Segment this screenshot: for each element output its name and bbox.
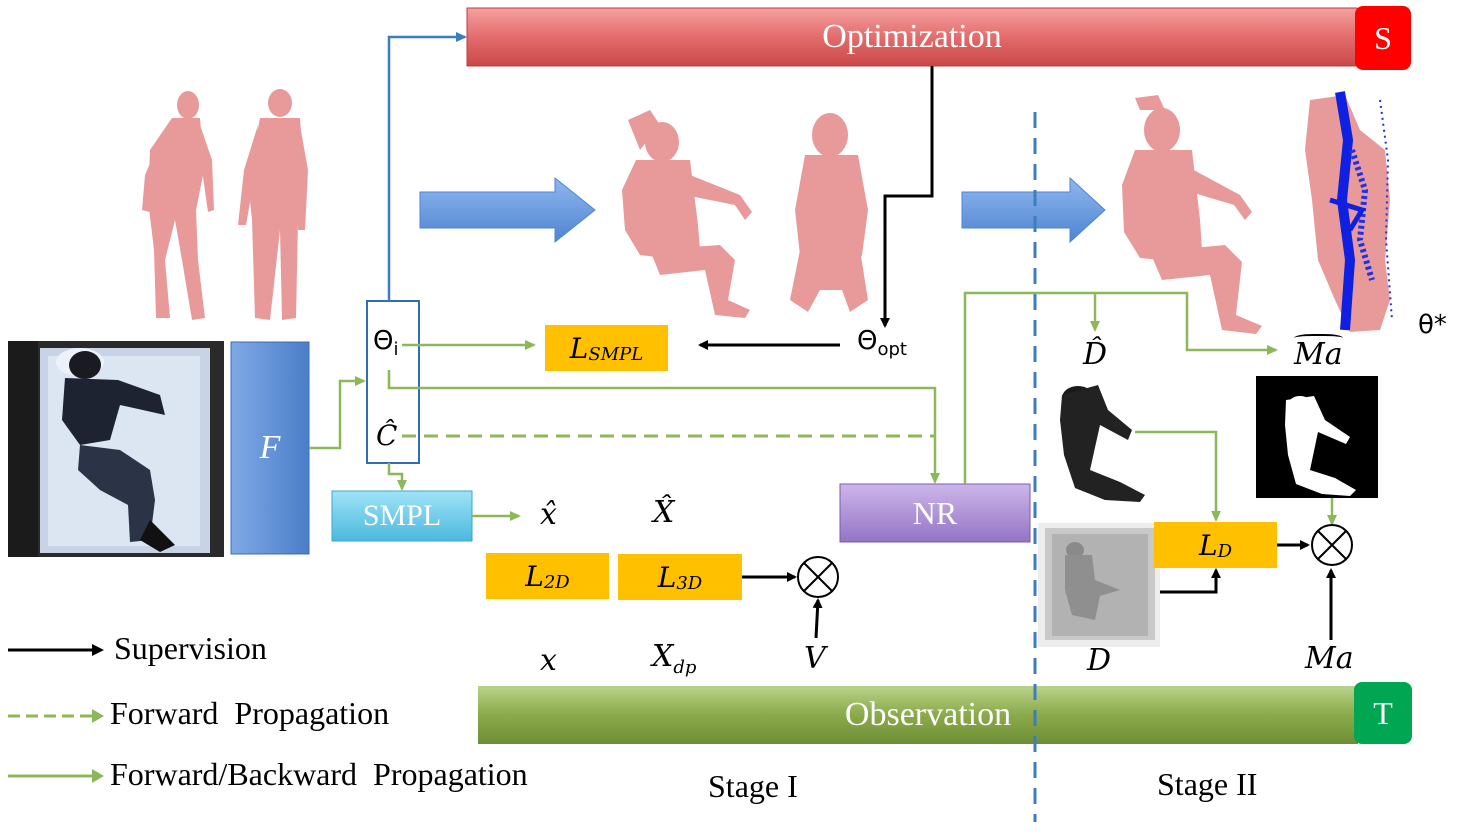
legend-forward-arrow <box>8 709 104 723</box>
observation-label-box: Observation <box>478 686 1378 744</box>
D-symbol: D <box>1087 643 1112 678</box>
v-to-otimes-arrow <box>812 598 823 639</box>
optimization-label-box: Optimization <box>467 8 1357 66</box>
nr-block: NR <box>840 484 1030 542</box>
observation-badge: T <box>1354 682 1412 744</box>
theta-opt-symbol: Θopt <box>857 326 907 361</box>
rendered-depth-to-ld-arrow <box>1135 430 1221 522</box>
legend-forward-label: Forward Propagation <box>110 695 390 731</box>
otimes-stage1 <box>797 556 839 598</box>
theta-to-optimization-arrow <box>387 32 467 301</box>
optimization-badge-label: S <box>1374 19 1392 56</box>
initial-body-back <box>238 89 308 320</box>
f-to-params-arrow <box>309 376 366 450</box>
big-arrow-1 <box>419 176 596 244</box>
legend-supervision-label: Supervision <box>114 630 267 666</box>
observed-depth-image <box>1038 523 1160 647</box>
legend-supervision-arrow <box>8 644 104 656</box>
c-hat-symbol: Ĉ <box>376 419 398 452</box>
optimization-badge: S <box>1355 6 1411 70</box>
x-symbol: x <box>540 643 557 678</box>
f-block-shape <box>230 341 310 555</box>
X-hat-symbol: X̂ <box>653 495 675 530</box>
theta-star-symbol: θ* <box>1418 310 1447 340</box>
optimization-bar <box>466 7 1358 67</box>
D-hat-symbol: D̂ <box>1083 337 1108 372</box>
Ma-symbol: Ma <box>1305 641 1354 676</box>
theta-i-symbol: Θi <box>373 326 399 361</box>
legend-forward-backward-arrow <box>8 769 104 783</box>
optimized-body-side <box>622 110 752 318</box>
f-block: F <box>231 342 309 554</box>
nr-block-label: NR <box>912 494 958 531</box>
observation-badge-label: T <box>1373 694 1393 731</box>
initial-body-front <box>142 91 214 320</box>
optimization-badge-box <box>1355 6 1411 70</box>
parameter-box <box>366 300 420 464</box>
X-dp-symbol: Xdp <box>652 639 697 678</box>
fitted-body-with-pointcloud <box>1305 91 1393 332</box>
observation-label: Observation <box>844 696 1012 733</box>
nr-block-shape <box>839 483 1031 543</box>
Ma-hat-symbol: Ma <box>1294 334 1343 370</box>
rendered-depth-image <box>1060 385 1145 502</box>
optimized-body-back <box>790 113 868 312</box>
optimization-label: Optimization <box>822 18 1002 55</box>
d-to-ld-arrow <box>1160 568 1221 594</box>
observation-badge-box <box>1354 682 1412 744</box>
smpl-block-label: SMPL <box>362 499 442 532</box>
smpl-block: SMPL <box>332 491 472 541</box>
rendered-mask-image <box>1256 376 1378 498</box>
observation-bar <box>478 686 1358 744</box>
params-to-smpl-arrow <box>387 463 407 491</box>
legend-forward-backward-label: Forward/Backward Propagation <box>110 756 528 792</box>
input-photo <box>8 341 224 557</box>
stage2-body-side <box>1122 95 1262 334</box>
stage2-label: Stage II <box>1157 766 1258 802</box>
f-block-label: F <box>259 429 281 466</box>
otimes-stage2 <box>1311 524 1353 566</box>
optimization-to-theta-opt-arrow <box>880 66 934 328</box>
smpl-block-shape <box>331 490 473 542</box>
big-arrow-2 <box>961 176 1106 244</box>
theta-to-nr-arrow <box>387 370 940 484</box>
stage1-label: Stage I <box>708 768 798 804</box>
nr-to-renders-arrow <box>963 291 1278 484</box>
x-hat-symbol: x̂ <box>540 497 557 532</box>
V-symbol: V <box>804 641 826 676</box>
